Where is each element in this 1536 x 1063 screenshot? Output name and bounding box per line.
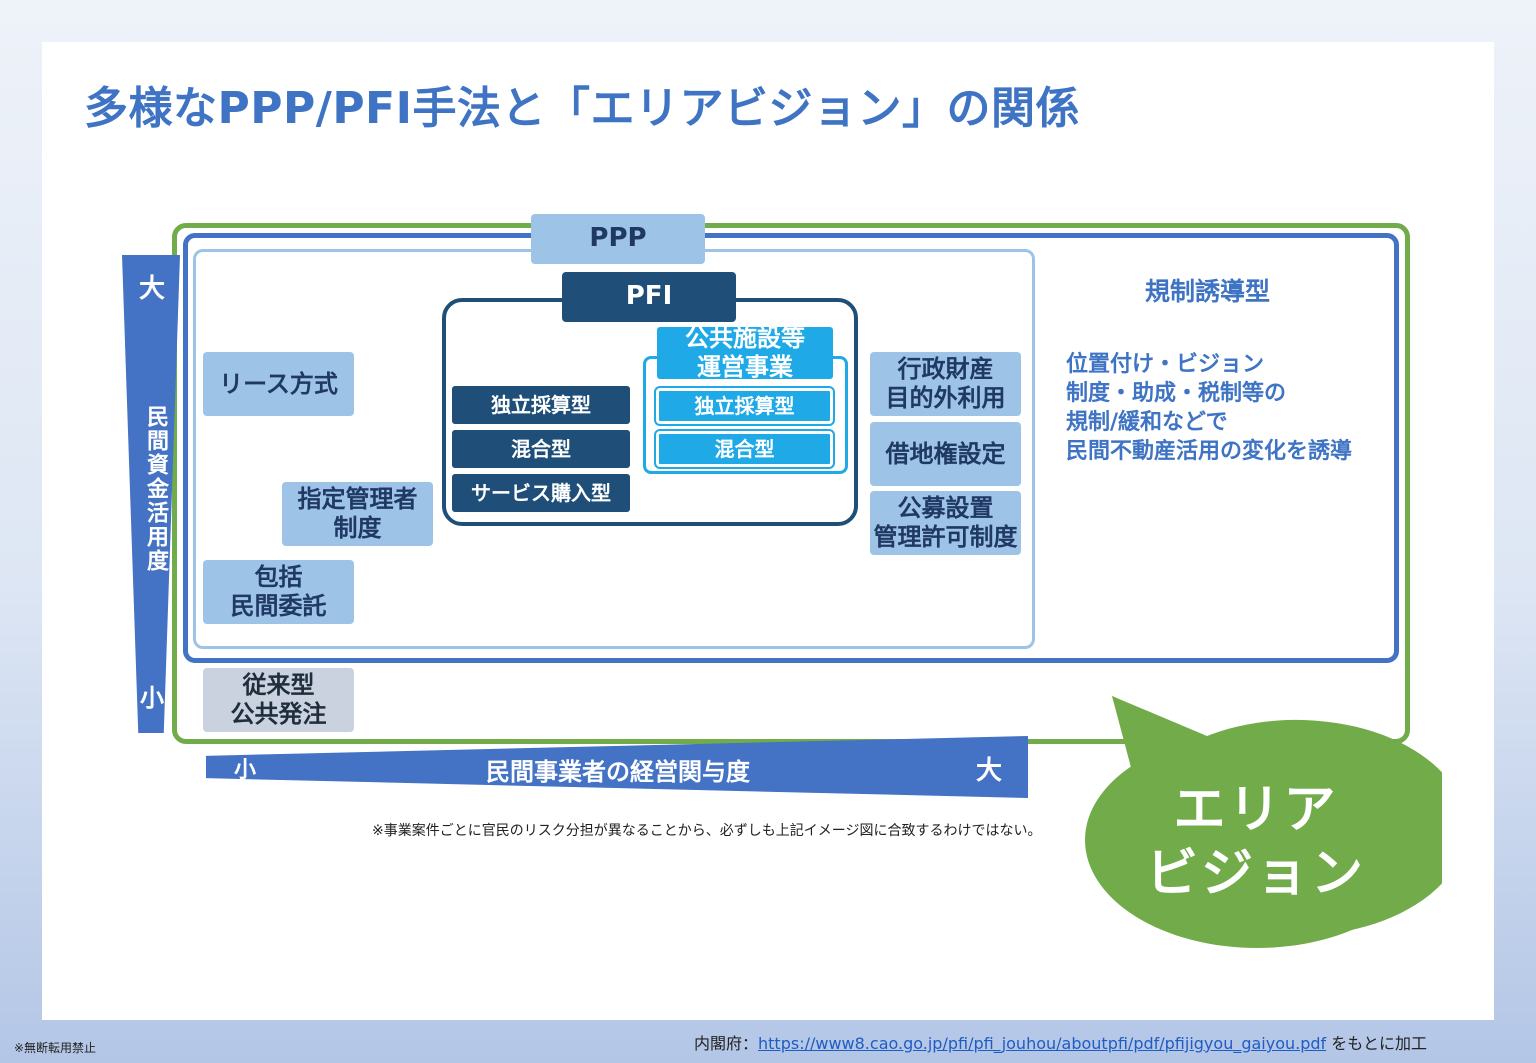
- concession-type-independent: 独立採算型: [654, 386, 835, 426]
- risk-note: ※事業案件ごとに官民のリスク分担が異なることから、必ずしも上記イメージ図に合致す…: [372, 823, 1042, 839]
- comprehensive-outsourcing-box: 包括 民間委託: [203, 560, 354, 624]
- horizontal-axis-label: 民間事業者の経営関与度: [486, 758, 750, 786]
- traditional-order-box: 従来型 公共発注: [203, 668, 354, 732]
- designated-manager-box: 指定管理者 制度: [282, 482, 433, 546]
- ppp-label: PPP: [531, 214, 705, 264]
- source-link[interactable]: https://www8.cao.go.jp/pfi/pfi_jouhou/ab…: [758, 1034, 1327, 1053]
- copyright-note: ※無断転用禁止: [14, 1041, 97, 1055]
- horizontal-axis-high: 大: [976, 756, 1003, 786]
- source-prefix: 内閣府：: [694, 1034, 759, 1053]
- concession-type-mixed: 混合型: [654, 429, 835, 469]
- leasehold-box: 借地権設定: [870, 422, 1021, 486]
- lease-box: リース方式: [203, 352, 354, 416]
- horizontal-axis-low: 小: [234, 758, 257, 783]
- regulatory-frame: [183, 233, 1399, 663]
- source-citation: 内閣府：https://www8.cao.go.jp/pfi/pfi_jouho…: [694, 1030, 1427, 1054]
- admin-property-box: 行政財産 目的外利用: [870, 352, 1021, 416]
- vertical-axis-low: 小: [140, 684, 164, 712]
- area-vision-frame: [172, 223, 1410, 744]
- concession-title: 公共施設等 運営事業: [657, 324, 833, 381]
- regulatory-description: 位置付け・ビジョン 制度・助成・税制等の 規制/緩和などで 民間不動産活用の変化…: [1066, 352, 1353, 464]
- park-pfi-box: 公募設置 管理許可制度: [870, 491, 1021, 555]
- vertical-axis-high: 大: [138, 274, 165, 304]
- area-vision-label: エリア ビジョン: [1145, 780, 1366, 905]
- regulatory-title: 規制誘導型: [1145, 277, 1271, 306]
- page-title: 多様なPPP/PFI手法と「エリアビジョン」の関係: [84, 83, 1080, 134]
- source-suffix: をもとに加工: [1326, 1034, 1427, 1053]
- vertical-axis-label: 民間資金活用度: [143, 405, 168, 573]
- pfi-label: PFI: [562, 272, 736, 322]
- pfi-type-service-purchase: サービス購入型: [452, 474, 630, 512]
- pfi-type-independent: 独立採算型: [452, 386, 630, 424]
- pfi-type-mixed: 混合型: [452, 430, 630, 468]
- area-vision-bubble: [1085, 696, 1442, 948]
